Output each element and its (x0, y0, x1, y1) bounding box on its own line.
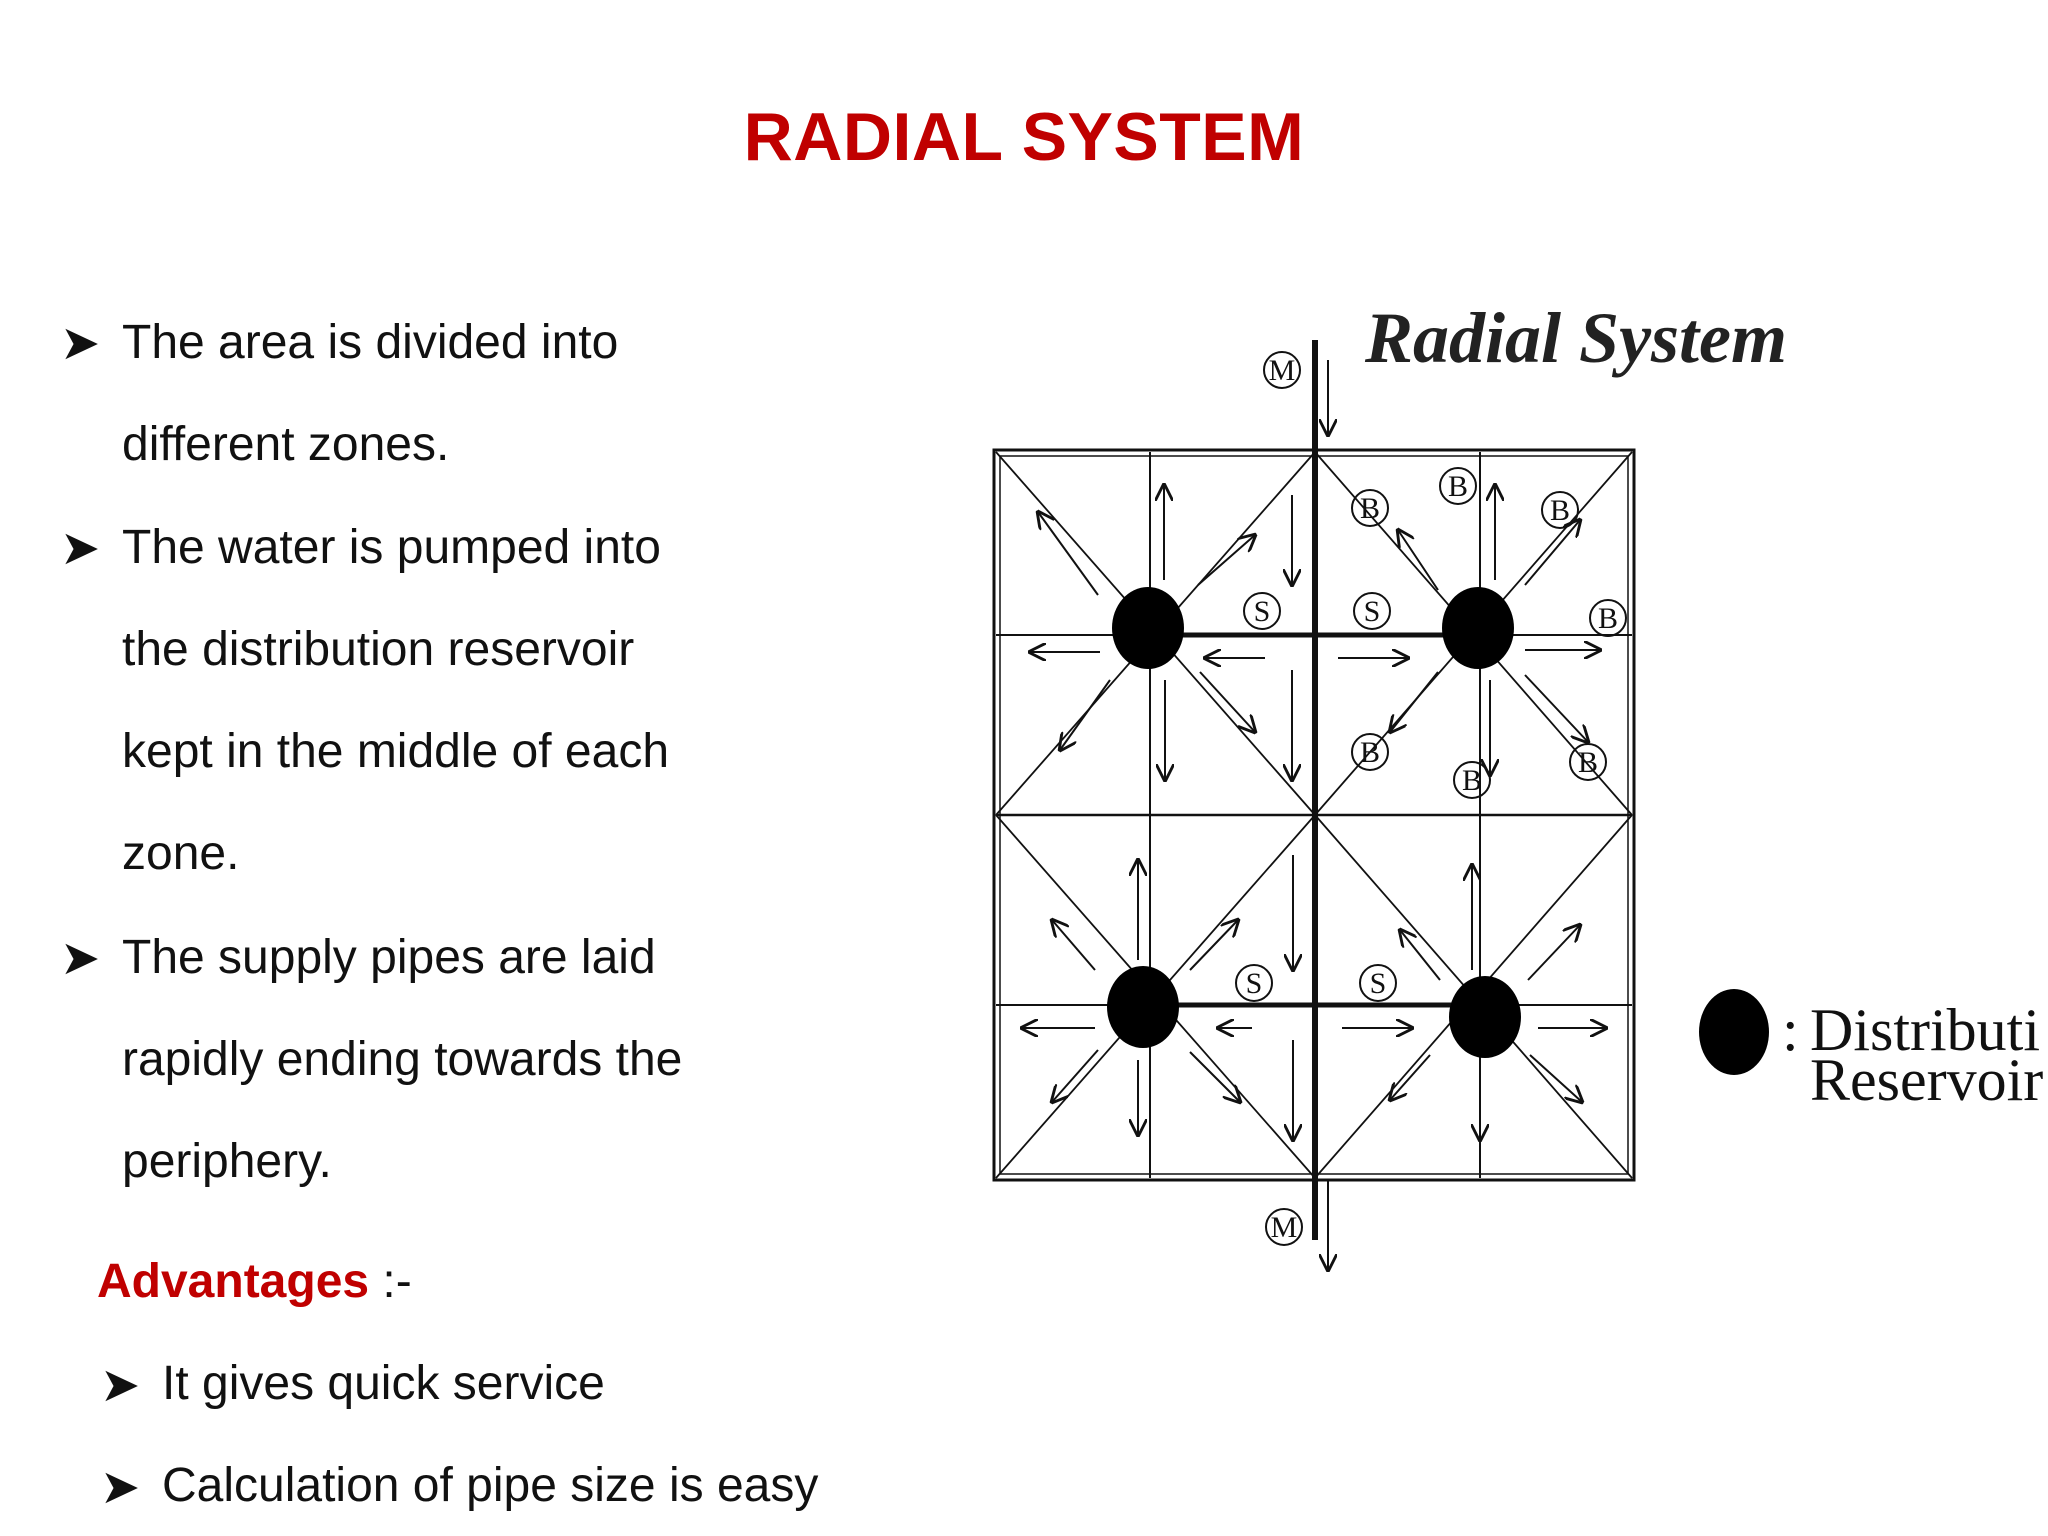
flow-arrows (1022, 485, 1606, 1140)
bullet-3-line-1: The supply pipes are laid (122, 931, 656, 984)
reservoir-zone-2 (1442, 587, 1514, 669)
svg-text:B: B (1598, 602, 1618, 635)
advantage-item-2: Calculation of pipe size is easy (162, 1459, 819, 1512)
svg-text:M: M (1271, 1211, 1298, 1244)
bullet-2-line-4: zone. (122, 827, 240, 880)
sub-main-pipes (1146, 632, 1480, 1008)
svg-text:B: B (1448, 470, 1468, 503)
svg-text:S: S (1364, 595, 1381, 628)
svg-text:B: B (1360, 736, 1380, 769)
reservoir-zone-1 (1112, 587, 1184, 669)
text-column: ➤ The area is divided into different zon… (0, 0, 900, 1536)
radial-system-diagram: Radial System (992, 298, 2043, 1320)
bullet-1-line-1: The area is divided into (122, 316, 619, 369)
bullet-3-line-2: rapidly ending towards the (122, 1033, 683, 1086)
legend-separator: : (1782, 997, 1799, 1063)
bullet-2-line-1: The water is pumped into (122, 521, 661, 574)
bullet-2-line-2: the distribution reservoir (122, 623, 635, 676)
slide-title: RADIAL SYSTEM (743, 99, 1305, 175)
distribution-reservoirs (1107, 587, 1521, 1058)
label-branches: B B B B B B B (1351, 467, 1627, 799)
legend: : Distributi Reservoir (1699, 989, 2043, 1113)
reservoir-zone-4 (1449, 976, 1521, 1058)
diagram-title: Radial System (1364, 298, 1787, 378)
advantage-item-1: It gives quick service (162, 1357, 605, 1410)
svg-text:M: M (1269, 354, 1296, 387)
svg-text:B: B (1550, 494, 1570, 527)
reservoir-zone-3 (1107, 966, 1179, 1048)
svg-text:S: S (1370, 967, 1387, 1000)
label-main-top: M (1263, 351, 1301, 389)
bullet-arrow-icon: ➤ (100, 1359, 141, 1412)
legend-reservoir-icon (1699, 989, 1769, 1075)
bullet-arrow-icon: ➤ (60, 932, 101, 985)
svg-text:S: S (1246, 967, 1263, 1000)
legend-line-2: Reservoir (1810, 1047, 2043, 1113)
bullet-arrow-icon: ➤ (60, 317, 101, 370)
label-main-bottom: M (1265, 1208, 1303, 1246)
bullet-3-line-3: periphery. (122, 1135, 332, 1188)
svg-text:S: S (1254, 595, 1271, 628)
svg-text:B: B (1462, 764, 1482, 797)
bullet-2-line-3: kept in the middle of each (122, 725, 670, 778)
legend-line-1: Distributi (1810, 997, 2040, 1063)
pipe-labels: M M S S S S B B B B B B (1235, 351, 1627, 1246)
bullet-1-line-2: different zones. (122, 418, 450, 471)
svg-text:B: B (1360, 492, 1380, 525)
advantages-label: Advantages (97, 1255, 370, 1308)
bullet-arrow-icon: ➤ (60, 522, 101, 575)
svg-text:B: B (1578, 746, 1598, 779)
bullet-arrow-icon: ➤ (100, 1461, 141, 1514)
label-sub-main: S S S S (1235, 592, 1397, 1002)
advantages-suffix: :- (369, 1255, 412, 1308)
main-pipe (1312, 340, 1328, 1270)
advantages-heading: Advantages :- (97, 1254, 412, 1309)
